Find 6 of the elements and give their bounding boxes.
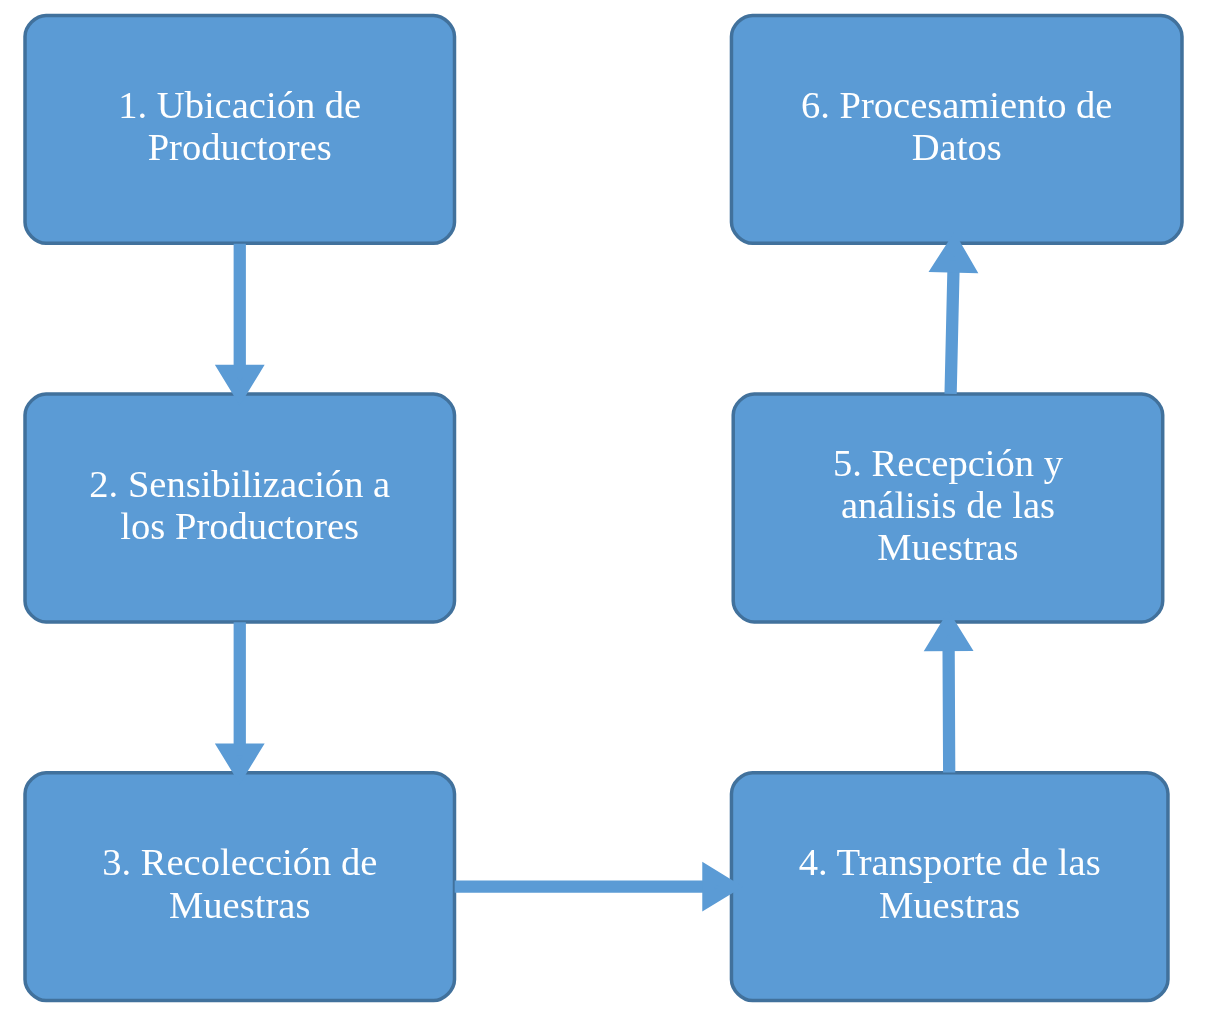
node-box: 6. Procesamiento de Datos	[729, 13, 1184, 246]
node-box: 1. Ubicación de Productores	[23, 13, 457, 246]
node-box: 5. Recepción y análisis de las Muestras	[731, 392, 1165, 624]
node-box: 3. Recolección de Muestras	[23, 770, 457, 1003]
node-box: 2. Sensibilización a los Productores	[23, 392, 457, 624]
node-box: 4. Transporte de las Muestras	[729, 770, 1170, 1003]
